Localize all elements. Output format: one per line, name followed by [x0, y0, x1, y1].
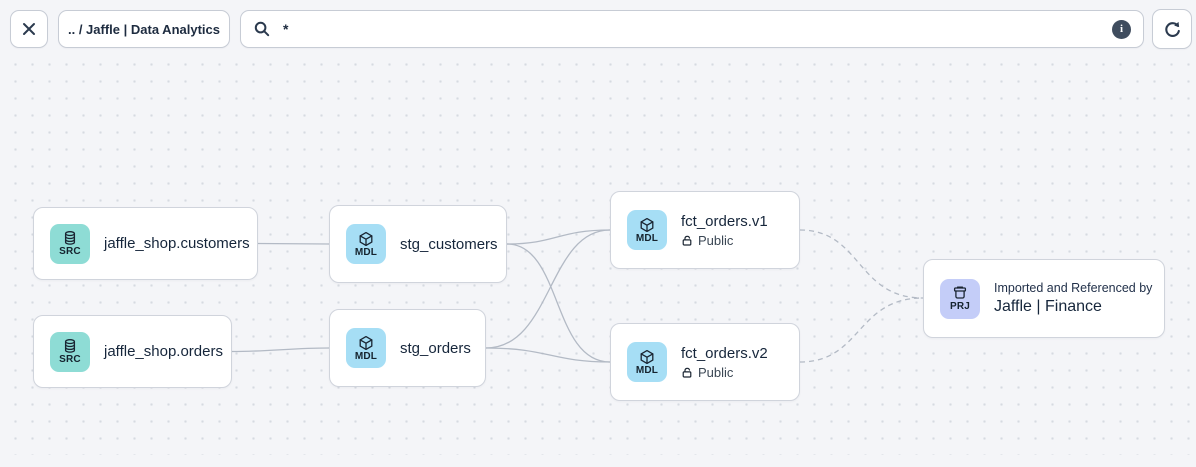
badge-label: MDL — [635, 364, 659, 376]
model-badge: MDL — [346, 328, 386, 368]
node-title: fct_orders.v2 — [681, 344, 768, 362]
project-subtitle: Imported and Referenced by — [994, 281, 1153, 295]
node-project-jaffle-finance[interactable]: PRJ Imported and Referenced by Jaffle | … — [923, 259, 1165, 338]
cube-icon — [640, 349, 654, 364]
node-title: jaffle_shop.customers — [104, 235, 250, 252]
model-badge: MDL — [627, 342, 667, 382]
badge-label: MDL — [354, 246, 378, 258]
access-label: Public — [698, 364, 734, 380]
model-badge: MDL — [627, 210, 667, 250]
archive-box-icon — [953, 286, 967, 299]
badge-label: PRJ — [949, 301, 971, 312]
node-title: stg_customers — [400, 235, 498, 253]
refresh-button[interactable] — [1152, 9, 1192, 49]
node-stg-customers[interactable]: MDL stg_customers — [329, 205, 507, 283]
badge-label: MDL — [635, 232, 659, 244]
badge-label: SRC — [59, 246, 81, 257]
search-bar[interactable]: i — [240, 10, 1144, 48]
node-fct-orders-v2[interactable]: MDL fct_orders.v2 Public — [610, 323, 800, 401]
project-title: Jaffle | Finance — [994, 298, 1102, 315]
access-label: Public — [698, 232, 734, 248]
badge-label: MDL — [354, 350, 378, 362]
search-input[interactable] — [281, 20, 1102, 38]
database-icon — [64, 231, 76, 245]
node-title: jaffle_shop.orders — [104, 343, 223, 360]
breadcrumb-label: .. / Jaffle | Data Analytics — [68, 21, 220, 37]
database-icon — [64, 339, 76, 353]
source-badge: SRC — [50, 331, 90, 372]
cube-icon — [359, 231, 373, 246]
model-badge: MDL — [346, 224, 386, 264]
cube-icon — [640, 217, 654, 232]
node-title: fct_orders.v1 — [681, 212, 768, 230]
lock-open-icon — [682, 367, 692, 378]
source-badge: SRC — [50, 223, 90, 264]
info-icon[interactable]: i — [1112, 19, 1131, 39]
lock-open-icon — [682, 235, 692, 246]
close-button[interactable] — [10, 10, 48, 48]
refresh-icon — [1164, 21, 1180, 37]
project-badge: PRJ — [940, 278, 980, 319]
cube-icon — [359, 335, 373, 350]
access-row: Public — [681, 365, 768, 380]
node-jaffle-shop-orders[interactable]: SRC jaffle_shop.orders — [33, 315, 232, 388]
node-jaffle-shop-customers[interactable]: SRC jaffle_shop.customers — [33, 207, 258, 280]
search-icon — [254, 21, 270, 37]
access-row: Public — [681, 233, 768, 248]
node-stg-orders[interactable]: MDL stg_orders — [329, 309, 486, 387]
node-fct-orders-v1[interactable]: MDL fct_orders.v1 Public — [610, 191, 800, 269]
node-title: stg_orders — [400, 339, 471, 357]
badge-label: SRC — [59, 354, 81, 365]
breadcrumb[interactable]: .. / Jaffle | Data Analytics — [58, 10, 230, 48]
x-icon — [23, 23, 35, 35]
